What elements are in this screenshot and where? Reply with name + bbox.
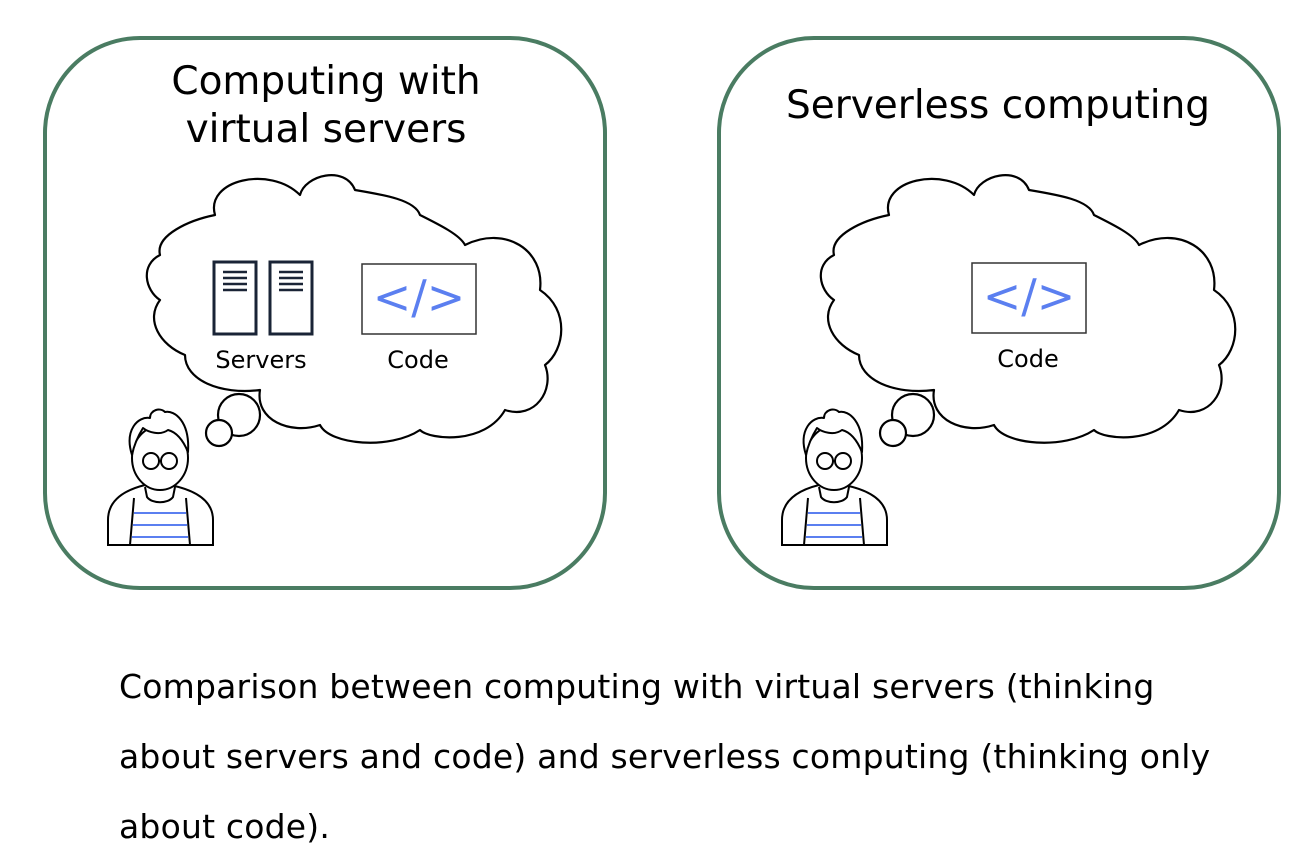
panel-virtual-servers: Computing with virtual servers Servers <… <box>43 36 607 590</box>
code-icon: </> <box>971 262 1087 334</box>
panel-title-line-1: Computing with <box>171 59 480 104</box>
comparison-diagram: Computing with virtual servers Servers <… <box>43 36 1281 590</box>
panel-title-line-2: virtual servers <box>186 107 467 152</box>
servers-label: Servers <box>215 346 306 374</box>
svg-text:</>: </> <box>373 270 466 324</box>
panel-title-line-1: Serverless computing <box>786 83 1210 128</box>
code-label: Code <box>387 346 448 374</box>
svg-text:</>: </> <box>983 269 1076 323</box>
code-label: Code <box>997 345 1058 373</box>
panel-serverless: Serverless computing </> Code <box>717 36 1281 590</box>
code-icon: </> <box>361 263 477 335</box>
figure-caption: Comparison between computing with virtua… <box>119 667 1211 846</box>
